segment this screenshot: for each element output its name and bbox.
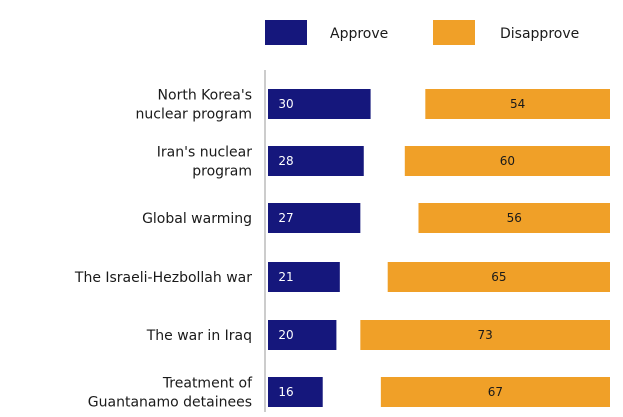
disapprove-value-label: 65 <box>491 270 506 284</box>
disapprove-bar <box>360 320 610 350</box>
category-label: Global warming <box>142 211 252 227</box>
legend-swatch-disapprove <box>433 20 475 45</box>
approve-value-label: 28 <box>278 154 293 168</box>
approve-bar <box>268 89 371 119</box>
approve-bar <box>268 377 323 407</box>
disapprove-value-label: 56 <box>507 211 522 225</box>
category-label: Treatment of <box>162 376 253 392</box>
approve-value-label: 27 <box>278 211 293 225</box>
category-label: The Israeli-Hezbollah war <box>74 270 252 286</box>
disapprove-value-label: 54 <box>510 97 525 111</box>
category-label: Guantanamo detainees <box>88 395 252 411</box>
approve-value-label: 21 <box>278 270 293 284</box>
approve-value-label: 20 <box>278 328 293 342</box>
category-label: North Korea's <box>158 88 252 104</box>
legend-swatch-approve <box>265 20 307 45</box>
category-label: nuclear program <box>136 107 253 123</box>
disapprove-value-label: 73 <box>478 328 493 342</box>
bars: 30 54 28 60 27 56 21 65 20 73 16 67 <box>268 89 610 407</box>
disapprove-bar <box>380 377 610 407</box>
disapprove-bar <box>418 203 610 233</box>
approve-value-label: 30 <box>278 97 293 111</box>
legend-label-disapprove: Disapprove <box>500 26 579 42</box>
disapprove-bar <box>404 146 610 176</box>
approve-bar <box>268 320 337 350</box>
approve-value-label: 16 <box>278 385 293 399</box>
disapprove-value-label: 67 <box>488 385 503 399</box>
legend: Approve Disapprove <box>265 20 579 45</box>
approve-bar <box>268 203 361 233</box>
approve-bar <box>268 262 340 292</box>
approve-bar <box>268 146 364 176</box>
disapprove-bar <box>425 89 610 119</box>
disapprove-value-label: 60 <box>500 154 515 168</box>
disapprove-bar <box>387 262 610 292</box>
category-label: The war in Iraq <box>146 328 252 344</box>
category-label: program <box>192 164 252 180</box>
legend-label-approve: Approve <box>330 26 388 42</box>
category-label: Iran's nuclear <box>157 145 252 161</box>
